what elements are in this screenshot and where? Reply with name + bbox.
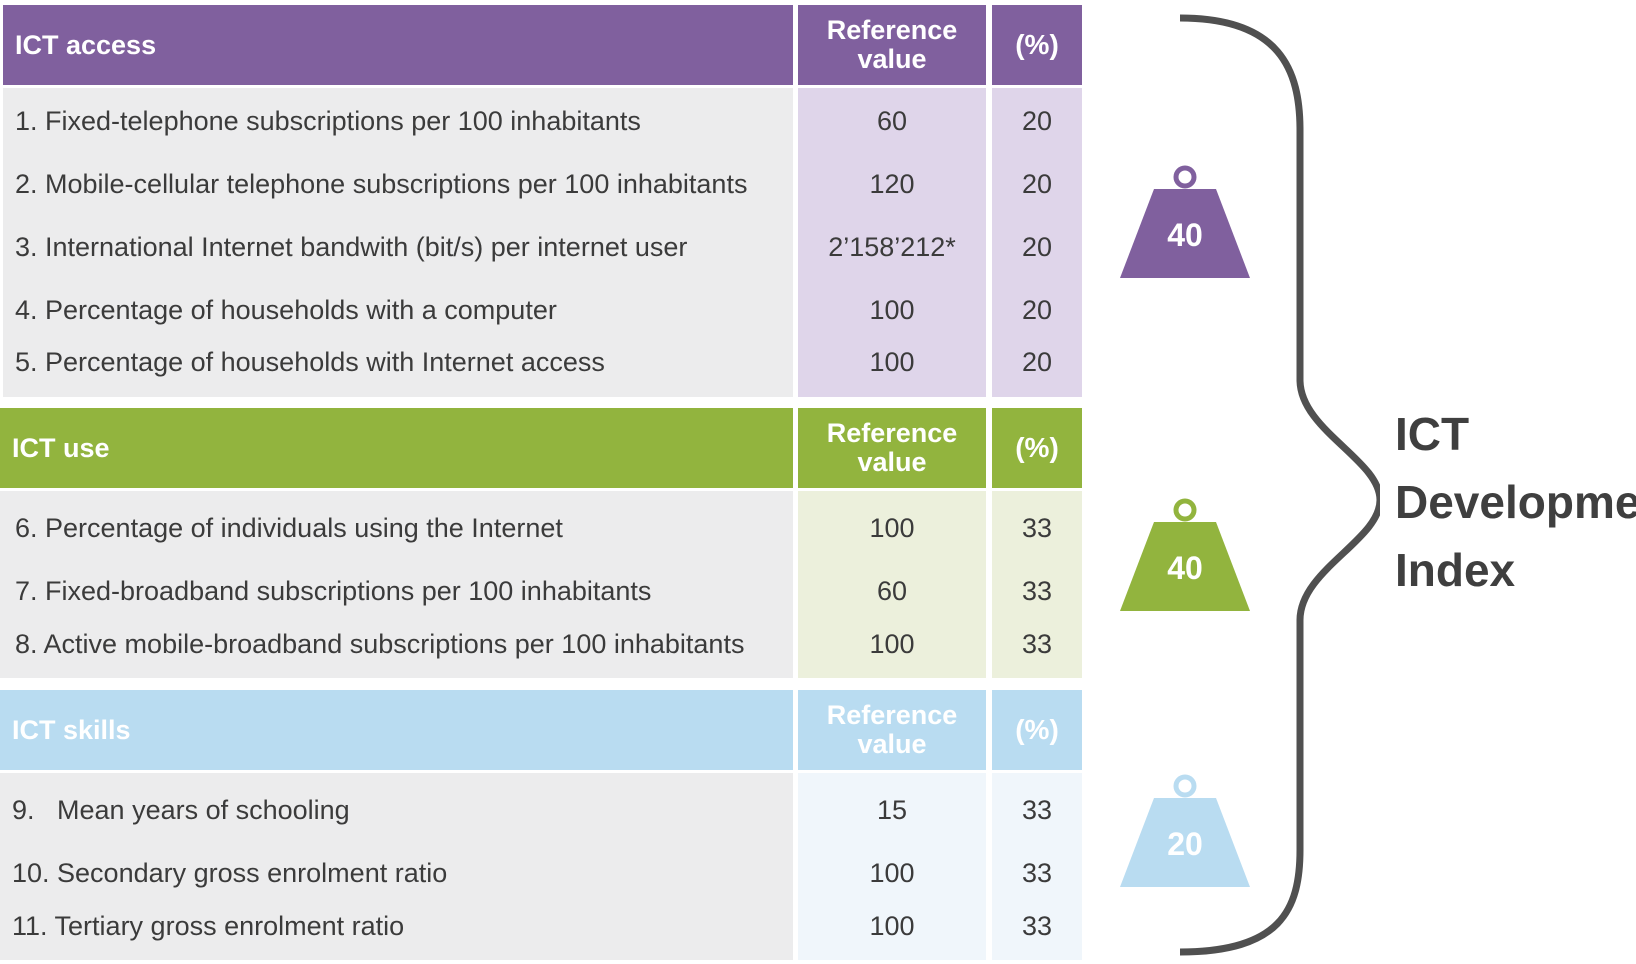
weight-body: [1120, 798, 1250, 887]
weight-icon-skills: 20: [1120, 771, 1250, 891]
indicator-name: 11. Tertiary gross enrolment ratio: [12, 911, 405, 941]
section-ict-access: ICT access Reference value (%) 1. Fixed-…: [0, 5, 1085, 397]
weight-handle: [1173, 165, 1197, 189]
index-title-line1: ICT: [1395, 408, 1470, 460]
reference-value: 120: [869, 169, 915, 199]
index-title-line2: Development: [1395, 476, 1636, 528]
indicator-name: 4. Percentage of households with a compu…: [15, 295, 557, 325]
percent-value: 20: [1021, 347, 1053, 377]
percent-value: 20: [1021, 169, 1053, 199]
percent-value: 33: [1021, 629, 1053, 659]
table-row: 10. Secondary gross enrolment ratio 100 …: [0, 842, 1085, 905]
indicator-name: 2. Mobile-cellular telephone subscriptio…: [15, 169, 748, 199]
header-ict-skills: ICT skills: [0, 690, 793, 770]
reference-value: 15: [876, 795, 908, 825]
weight-icon-access: 40: [1120, 162, 1250, 282]
reference-value: 2’158’212*: [828, 232, 956, 262]
header-ict-access: ICT access: [3, 5, 793, 85]
indicator-name: 3. International Internet bandwith (bit/…: [15, 232, 688, 262]
indicator-name: 8. Active mobile-broadband subscriptions…: [15, 629, 745, 659]
index-title: ICT Development Index: [1395, 400, 1636, 604]
table-row: 6. Percentage of individuals using the I…: [0, 497, 1085, 560]
percent-value: 33: [1021, 858, 1053, 888]
table-row: 8. Active mobile-broadband subscriptions…: [0, 613, 1085, 676]
weight-value: 40: [1167, 550, 1203, 586]
reference-value: 100: [869, 347, 915, 377]
body-pct-bg: [992, 88, 1082, 397]
table-row: 7. Fixed-broadband subscriptions per 100…: [0, 560, 1085, 623]
reference-value: 100: [869, 858, 915, 888]
reference-value: 100: [869, 911, 915, 941]
weight-handle: [1173, 774, 1197, 798]
weight-handle: [1173, 498, 1197, 522]
section-ict-use: ICT use Reference value (%) 6. Percentag…: [0, 408, 1085, 678]
indicator-name: 10. Secondary gross enrolment ratio: [12, 858, 448, 888]
weight-shape: [1120, 165, 1250, 278]
body-ref-bg: [798, 773, 986, 960]
section-ict-skills: ICT skills Reference value (%) 9. Mean y…: [0, 690, 1085, 960]
weight-value: 40: [1167, 217, 1203, 253]
percent-value: 33: [1021, 513, 1053, 543]
reference-value: 60: [876, 106, 908, 136]
header-percent: (%): [992, 5, 1082, 85]
curly-brace-icon: [1180, 14, 1380, 956]
header-percent: (%): [992, 690, 1082, 770]
weight-shape: [1120, 774, 1250, 887]
body-name-bg: [0, 773, 793, 960]
weight-body: [1120, 189, 1250, 278]
table-row: 2. Mobile-cellular telephone subscriptio…: [0, 153, 1085, 216]
weight-body: [1120, 522, 1250, 611]
percent-value: 33: [1021, 911, 1053, 941]
indicator-name: 7. Fixed-broadband subscriptions per 100…: [15, 576, 652, 606]
body-pct-bg: [992, 773, 1082, 960]
table-row: 5. Percentage of households with Interne…: [0, 331, 1085, 394]
reference-value: 60: [876, 576, 908, 606]
index-title-line3: Index: [1395, 544, 1516, 596]
body-name-bg: [3, 88, 793, 397]
brace-path: [1180, 14, 1380, 956]
indicator-name: 5. Percentage of households with Interne…: [15, 347, 605, 377]
body-name-bg: [0, 491, 793, 678]
header-reference-value: Reference value: [798, 5, 986, 85]
indicator-name: 1. Fixed-telephone subscriptions per 100…: [15, 106, 641, 136]
reference-value: 100: [869, 295, 915, 325]
table-row: 1. Fixed-telephone subscriptions per 100…: [0, 90, 1085, 153]
indicator-name: 6. Percentage of individuals using the I…: [15, 513, 563, 543]
header-reference-value: Reference value: [798, 690, 986, 770]
body-pct-bg: [992, 491, 1082, 678]
percent-value: 33: [1021, 795, 1053, 825]
table-row: 9. Mean years of schooling 15 33: [0, 779, 1085, 842]
reference-value: 100: [869, 629, 915, 659]
table-row: 3. International Internet bandwith (bit/…: [0, 216, 1085, 279]
header-reference-value: Reference value: [798, 408, 986, 488]
body-ref-bg: [798, 88, 986, 397]
table-row: 11. Tertiary gross enrolment ratio 100 3…: [0, 895, 1085, 958]
table-row: 4. Percentage of households with a compu…: [0, 279, 1085, 342]
indicator-name: 9. Mean years of schooling: [12, 795, 350, 825]
percent-value: 20: [1021, 106, 1053, 136]
body-ref-bg: [798, 491, 986, 678]
header-ict-use: ICT use: [0, 408, 793, 488]
percent-value: 20: [1021, 295, 1053, 325]
weight-value: 20: [1167, 826, 1203, 862]
header-percent: (%): [992, 408, 1082, 488]
weight-icon-use: 40: [1120, 495, 1250, 615]
reference-value: 100: [869, 513, 915, 543]
percent-value: 20: [1021, 232, 1053, 262]
percent-value: 33: [1021, 576, 1053, 606]
weight-shape: [1120, 498, 1250, 611]
